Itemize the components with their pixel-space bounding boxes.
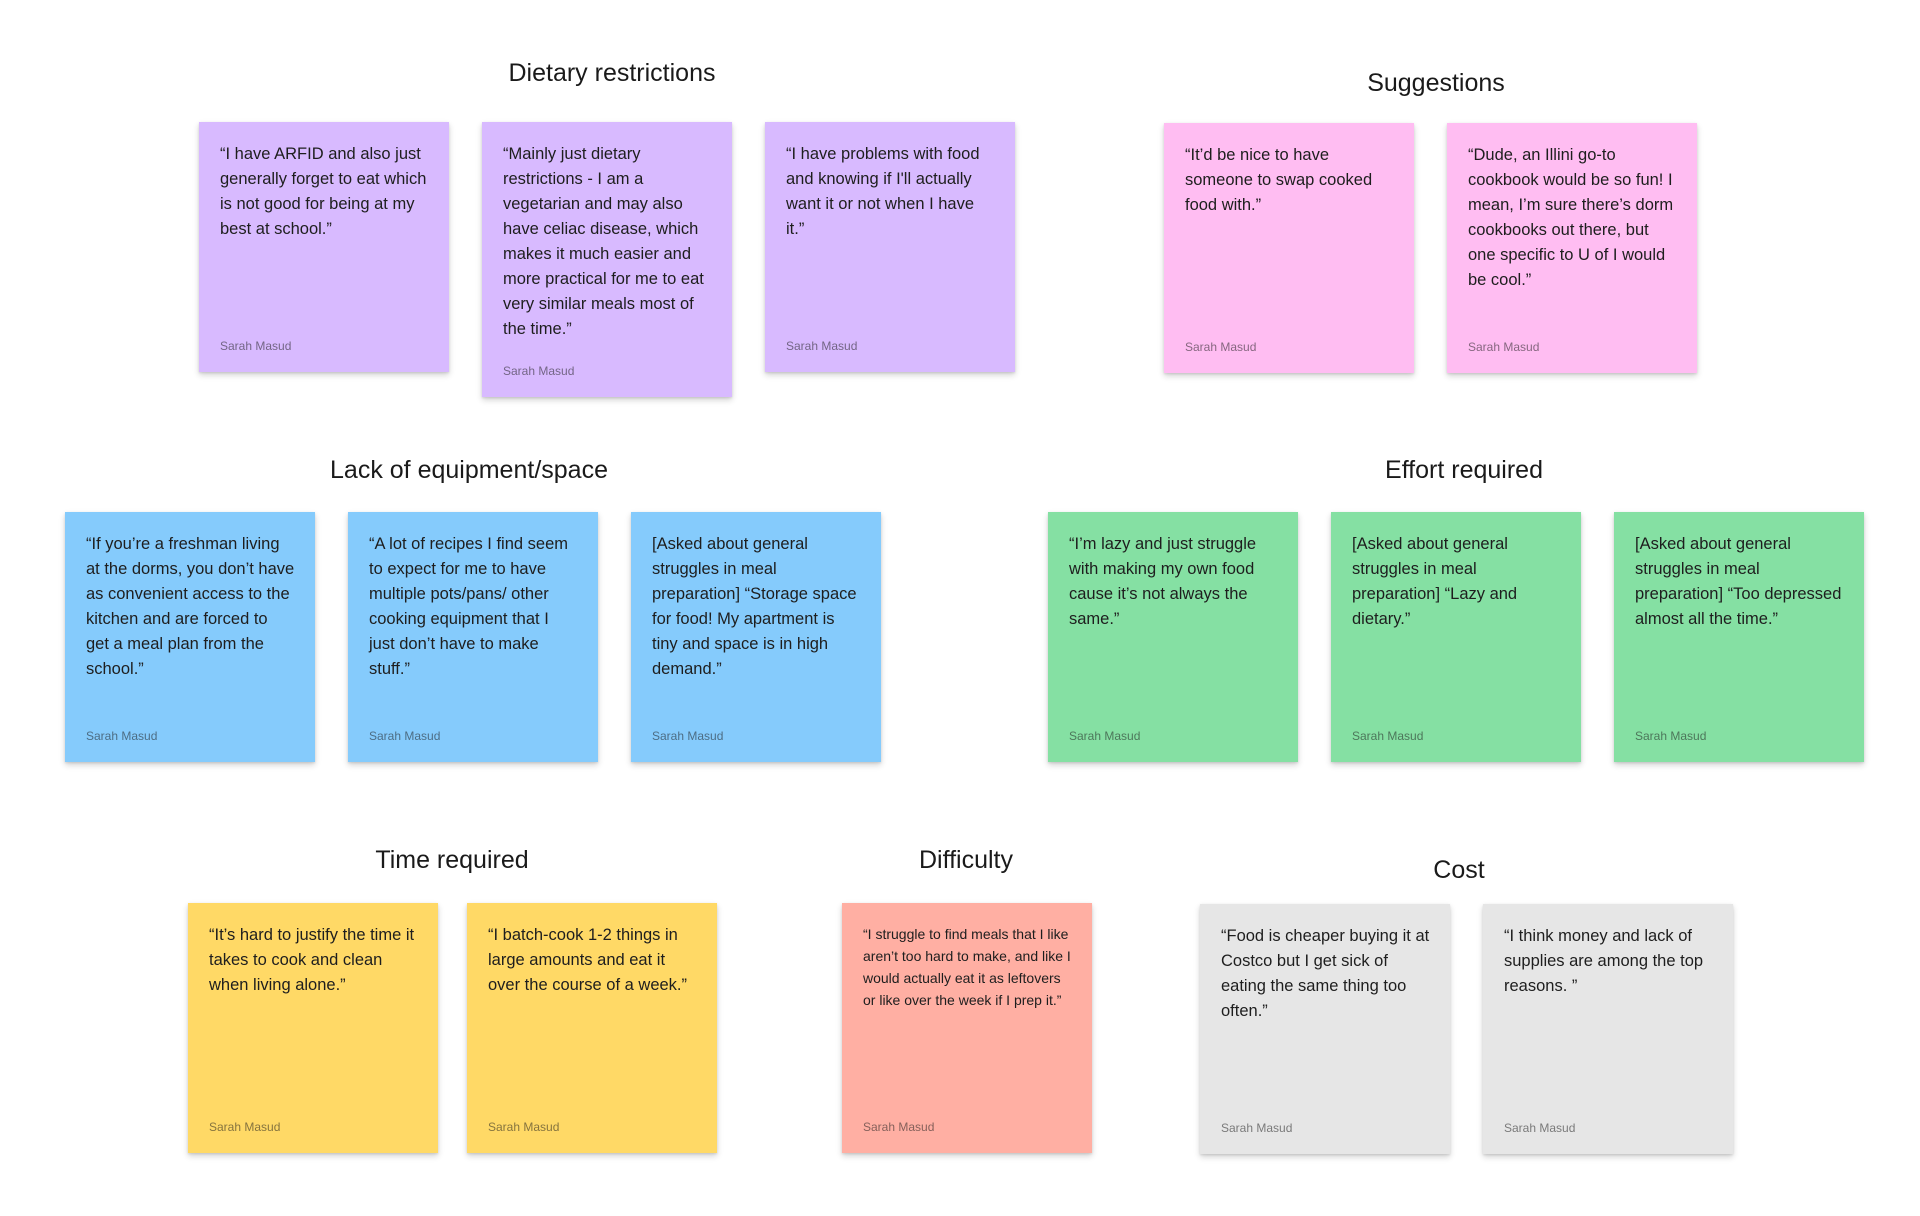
sticky-note-author: Sarah Masud xyxy=(209,1120,281,1134)
sticky-note[interactable]: [Asked about general struggles in meal p… xyxy=(1614,512,1864,762)
sticky-note[interactable]: “A lot of recipes I find seem to expect … xyxy=(348,512,598,762)
sticky-note-author: Sarah Masud xyxy=(1504,1121,1576,1135)
sticky-note-text: [Asked about general struggles in meal p… xyxy=(652,535,857,678)
sticky-note-author: Sarah Masud xyxy=(863,1120,935,1134)
group-title-time-required: Time required xyxy=(375,846,529,874)
sticky-note[interactable]: “I have problems with food and knowing i… xyxy=(765,122,1015,372)
sticky-note-text: [Asked about general struggles in meal p… xyxy=(1635,535,1842,628)
sticky-note-text: “I have problems with food and knowing i… xyxy=(786,145,980,238)
sticky-note-text: “I’m lazy and just struggle with making … xyxy=(1069,535,1257,628)
sticky-note-author: Sarah Masud xyxy=(1069,729,1141,743)
sticky-note[interactable]: “It’d be nice to have someone to swap co… xyxy=(1164,123,1414,373)
sticky-note[interactable]: “Mainly just dietary restrictions - I am… xyxy=(482,122,732,397)
sticky-note-author: Sarah Masud xyxy=(1468,340,1540,354)
sticky-note[interactable]: “Food is cheaper buying it at Costco but… xyxy=(1200,904,1450,1154)
sticky-note[interactable]: “I think money and lack of supplies are … xyxy=(1483,904,1733,1154)
sticky-note-text: “I struggle to find meals that I like ar… xyxy=(863,926,1071,1008)
sticky-note[interactable]: “I struggle to find meals that I like ar… xyxy=(842,903,1092,1153)
sticky-note-text: “Dude, an Illini go-to cookbook would be… xyxy=(1468,146,1674,289)
sticky-note[interactable]: “If you’re a freshman living at the dorm… xyxy=(65,512,315,762)
sticky-note-text: “If you’re a freshman living at the dorm… xyxy=(86,535,295,678)
sticky-note-author: Sarah Masud xyxy=(488,1120,560,1134)
sticky-note-text: [Asked about general struggles in meal p… xyxy=(1352,535,1518,628)
sticky-note[interactable]: “I’m lazy and just struggle with making … xyxy=(1048,512,1298,762)
sticky-note[interactable]: “I have ARFID and also just generally fo… xyxy=(199,122,449,372)
sticky-note-text: “A lot of recipes I find seem to expect … xyxy=(369,535,569,678)
sticky-note-text: “It’s hard to justify the time it takes … xyxy=(209,926,415,994)
sticky-note[interactable]: “It’s hard to justify the time it takes … xyxy=(188,903,438,1153)
group-title-difficulty: Difficulty xyxy=(918,846,1014,874)
sticky-note-author: Sarah Masud xyxy=(220,339,292,353)
group-title-lack-of-equipment-space: Lack of equipment/space xyxy=(330,456,608,484)
group-title-suggestions: Suggestions xyxy=(1367,69,1505,97)
group-title-cost: Cost xyxy=(1433,856,1485,884)
sticky-note[interactable]: “I batch-cook 1-2 things in large amount… xyxy=(467,903,717,1153)
sticky-note-text: “Food is cheaper buying it at Costco but… xyxy=(1221,927,1430,1020)
sticky-note-author: Sarah Masud xyxy=(1352,729,1424,743)
sticky-note[interactable]: [Asked about general struggles in meal p… xyxy=(631,512,881,762)
sticky-note-text: “I batch-cook 1-2 things in large amount… xyxy=(488,926,688,994)
sticky-note-author: Sarah Masud xyxy=(86,729,158,743)
sticky-note[interactable]: [Asked about general struggles in meal p… xyxy=(1331,512,1581,762)
sticky-note-author: Sarah Masud xyxy=(1221,1121,1293,1135)
sticky-note-text: “It’d be nice to have someone to swap co… xyxy=(1185,146,1373,214)
sticky-note[interactable]: “Dude, an Illini go-to cookbook would be… xyxy=(1447,123,1697,373)
sticky-note-author: Sarah Masud xyxy=(1635,729,1707,743)
group-title-dietary-restrictions: Dietary restrictions xyxy=(508,59,716,87)
sticky-note-text: “I think money and lack of supplies are … xyxy=(1504,927,1704,995)
sticky-note-author: Sarah Masud xyxy=(786,339,858,353)
group-title-effort-required: Effort required xyxy=(1385,456,1543,484)
sticky-note-author: Sarah Masud xyxy=(503,364,575,378)
sticky-note-text: “I have ARFID and also just generally fo… xyxy=(220,145,427,238)
sticky-note-author: Sarah Masud xyxy=(652,729,724,743)
sticky-note-author: Sarah Masud xyxy=(1185,340,1257,354)
sticky-note-text: “Mainly just dietary restrictions - I am… xyxy=(503,145,704,338)
sticky-note-author: Sarah Masud xyxy=(369,729,441,743)
